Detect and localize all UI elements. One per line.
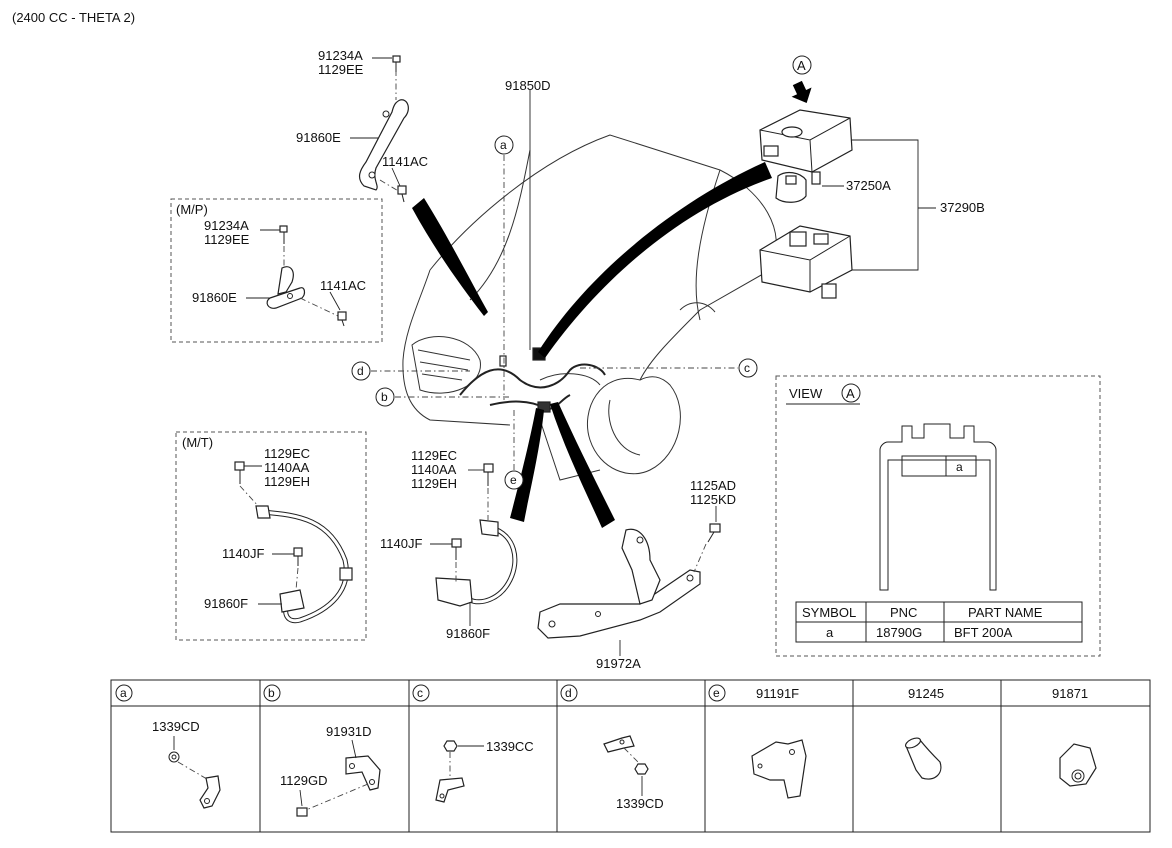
mt-cable-91860f xyxy=(255,505,353,624)
panel-a-part xyxy=(168,751,221,809)
callouts: a b c d e xyxy=(351,135,758,490)
view-a-table: SYMBOL PNC PART NAME a 18790G BFT 200A xyxy=(795,601,1083,643)
view-a-fuse-outline xyxy=(879,423,997,591)
mid-cable-91860f xyxy=(435,519,518,607)
label-1140aa-mt: 1140AA xyxy=(264,460,310,475)
label-91860f-mt: 91860F xyxy=(204,596,248,611)
panel-a-letter: a xyxy=(120,686,127,700)
mp-box xyxy=(170,198,383,343)
label-1129ee-top: 1129EE xyxy=(318,62,364,77)
table-header-pnc: PNC xyxy=(890,605,917,620)
mp-bracket-91860e xyxy=(266,266,306,309)
panel-c-part xyxy=(435,740,465,803)
table-cell-pnc: 18790G xyxy=(876,625,922,640)
panel-e-pnc: 91191F xyxy=(756,686,799,701)
label-1141ac-mp: 1141AC xyxy=(320,278,366,293)
callout-b: b xyxy=(381,390,388,404)
table-cell-symbol: a xyxy=(826,625,834,640)
label-37290b: 37290B xyxy=(940,200,985,215)
panel-b-part-91931d: 91931D xyxy=(326,724,372,739)
callout-d: d xyxy=(357,364,364,378)
table-header-symbol: SYMBOL xyxy=(802,605,856,620)
panel-c-part-1339cc: 1339CC xyxy=(486,739,534,754)
callout-a: a xyxy=(500,138,507,152)
panel-a-part-1339cd: 1339CD xyxy=(152,719,200,734)
mt-title: (M/T) xyxy=(182,435,213,450)
label-37250a: 37250A xyxy=(846,178,891,193)
view-a-ref: A xyxy=(846,386,855,401)
view-a-title: VIEW xyxy=(789,386,823,401)
pointer-wedges xyxy=(412,162,772,528)
panel-b-letter: b xyxy=(268,686,275,700)
label-1129ee-mp: 1129EE xyxy=(204,232,250,247)
callout-e: e xyxy=(510,473,517,487)
panel-e-letter: e xyxy=(713,686,720,700)
label-1125kd: 1125KD xyxy=(690,492,736,507)
tray-91972a xyxy=(537,528,701,639)
label-1140aa-mid: 1140AA xyxy=(411,462,457,477)
label-91972a: 91972A xyxy=(596,656,641,671)
fuse-box-37290b xyxy=(759,109,853,299)
view-a-slot-label: a xyxy=(956,460,963,474)
panel-b-part xyxy=(296,755,381,817)
view-ref-a-marker: A xyxy=(797,58,806,73)
label-1141ac-top: 1141AC xyxy=(382,154,428,169)
label-1129eh-mt: 1129EH xyxy=(264,474,310,489)
view-a-box xyxy=(775,375,1101,657)
panel-g-pnc: 91871 xyxy=(1052,686,1088,701)
panel-e-part-91191f xyxy=(751,739,807,799)
panel-d-part xyxy=(603,735,649,775)
panel-c-letter: c xyxy=(417,686,423,700)
label-1129ec-mt: 1129EC xyxy=(264,446,310,461)
label-1129ec-mid: 1129EC xyxy=(411,448,457,463)
panel-d-part-1339cd: 1339CD xyxy=(616,796,664,811)
label-1140jf-mt: 1140JF xyxy=(222,546,264,561)
callout-c: c xyxy=(744,361,750,375)
panel-b-part-1129gd: 1129GD xyxy=(280,773,327,788)
label-91234a-mp: 91234A xyxy=(204,218,249,233)
main-harness xyxy=(459,90,606,413)
bottom-panel-grid: a b c d e 91191F 91245 91871 xyxy=(110,679,1151,833)
panel-g-part-91871 xyxy=(1059,743,1097,787)
label-1129eh-mid: 1129EH xyxy=(411,476,457,491)
panel-f-pnc: 91245 xyxy=(908,686,944,701)
bracket-91860e-top xyxy=(358,55,409,203)
panel-d-letter: d xyxy=(565,686,572,700)
mt-box xyxy=(175,431,367,641)
harness-label: 91850D xyxy=(505,78,551,93)
label-91860e-top: 91860E xyxy=(296,130,341,145)
engine-label: (2400 CC - THETA 2) xyxy=(12,10,135,25)
label-91860f-mid: 91860F xyxy=(446,626,490,641)
label-1140jf-mid: 1140JF xyxy=(380,536,422,551)
label-1125ad: 1125AD xyxy=(690,478,736,493)
label-91234a-top: 91234A xyxy=(318,48,363,63)
mp-title: (M/P) xyxy=(176,202,208,217)
panel-f-part-91245 xyxy=(904,737,942,780)
label-91860e-mp: 91860E xyxy=(192,290,237,305)
table-cell-part-name: BFT 200A xyxy=(954,625,1013,640)
table-header-part-name: PART NAME xyxy=(968,605,1043,620)
